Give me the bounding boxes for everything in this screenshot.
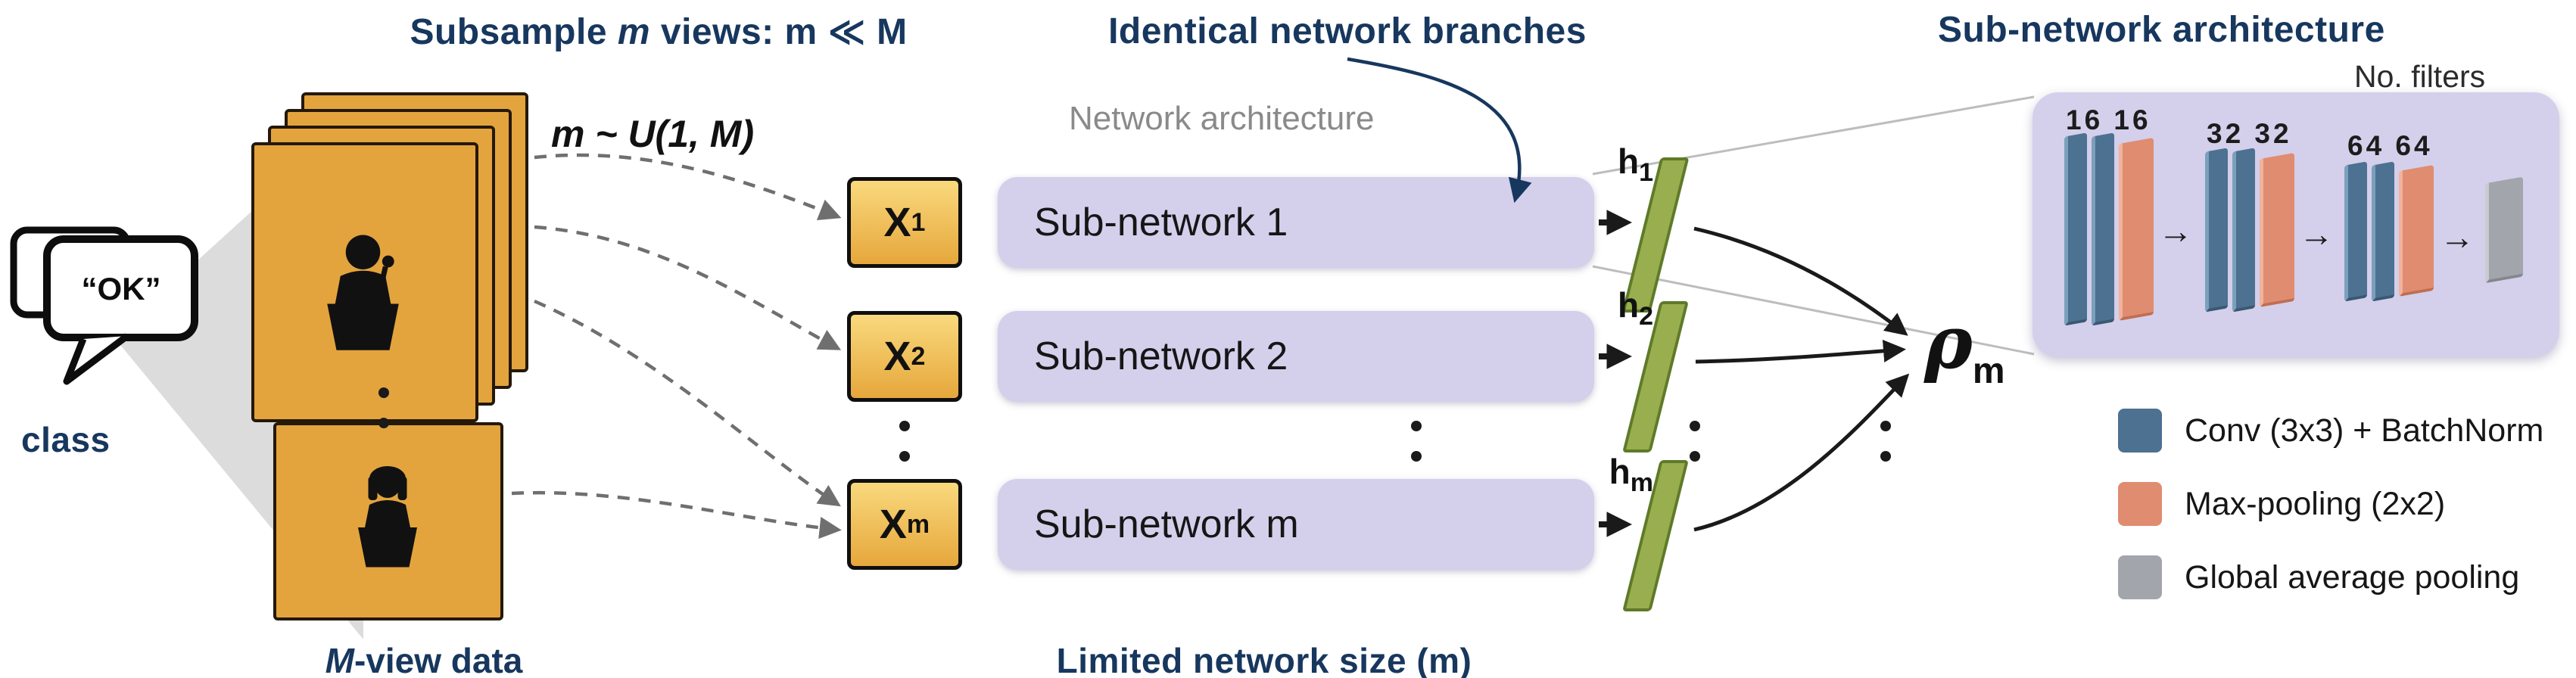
subsample-title-m: m: [617, 12, 651, 52]
speech-bubble-tail: [63, 333, 129, 385]
filter-count-label-3: 64 64: [2347, 130, 2433, 161]
dashed-arrow-to-x1: [534, 153, 842, 220]
legend-conv-label: Conv (3x3) + BatchNorm: [2185, 412, 2544, 449]
rho-base: ρ: [1924, 300, 1973, 385]
m-distribution-label: m ~ U(1, M): [551, 113, 755, 155]
dots-views: [378, 387, 389, 448]
subnetwork-architecture-box: 16 16 32 32 64 64 → → →: [2032, 92, 2559, 357]
m-view-data-label: M-view data: [273, 640, 575, 678]
legend-item-maxpool: Max-pooling (2x2): [2118, 482, 2445, 526]
conv-layer-icon: [2232, 148, 2255, 313]
dashed-arrow-to-xm-upper: [534, 299, 841, 507]
conv-layer-icon: [2372, 161, 2394, 302]
arrow-hm-to-rho: [1693, 373, 1910, 532]
h1-label: h1: [1617, 142, 1653, 188]
x2-sub: 2: [911, 341, 926, 371]
layer-arrow-icon: →: [2440, 217, 2475, 257]
xm-sub: m: [906, 509, 930, 539]
maxpool-layer-icon: [2399, 164, 2434, 297]
arrow-h2-to-rho: [1695, 339, 1906, 364]
no-filters-label: No. filters: [2354, 59, 2486, 94]
rho-label: ρm: [1924, 300, 2005, 392]
dots-h-column: [1690, 421, 1700, 481]
m-view-data-rest: -view data: [354, 641, 523, 678]
x1-sub: 1: [911, 207, 926, 237]
dashed-arrow-to-x2: [534, 225, 842, 350]
subnetwork-box-1: Sub-network 1: [998, 177, 1594, 268]
maxpool-swatch-icon: [2118, 482, 2162, 526]
subnetwork-1-label: Sub-network 1: [1034, 201, 1288, 244]
speech-bubble-text: “OK”: [82, 271, 161, 306]
xm-base: X: [879, 502, 907, 547]
legend-maxpool-label: Max-pooling (2x2): [2185, 485, 2446, 522]
gap-swatch-icon: [2118, 555, 2162, 599]
subnetwork-box-m: Sub-network m: [998, 479, 1594, 570]
conv-layer-icon: [2064, 132, 2087, 326]
subnetwork-m-label: Sub-network m: [1034, 502, 1299, 546]
global-avg-pool-icon: [2485, 176, 2523, 284]
dots-rho-arrows: [1880, 421, 1891, 481]
subsample-title-pre: Subsample: [410, 12, 618, 52]
conv-layer-icon: [2205, 148, 2228, 313]
subnetwork-architecture-title: Sub-network architecture: [1938, 10, 2385, 50]
layer-arrow-icon: →: [2158, 211, 2193, 250]
presenter-icon: [327, 235, 399, 350]
conv-layer-icon: [2092, 132, 2114, 326]
legend-item-conv: Conv (3x3) + BatchNorm: [2118, 409, 2543, 453]
network-architecture-label: Network architecture: [1069, 100, 1375, 137]
subsample-title-post: views:: [650, 12, 785, 52]
rho-sub: m: [1972, 351, 2005, 392]
maxpool-layer-icon: [2260, 152, 2294, 308]
filter-count-label-1: 16 16: [2066, 104, 2151, 135]
arrow-h1-to-rho: [1693, 226, 1908, 336]
layer-arrow-icon: →: [2299, 214, 2334, 253]
zoom-connector-bottom: [1592, 265, 2035, 356]
subsample-title-math: m ≪ M: [784, 12, 908, 52]
legend-item-gap: Global average pooling: [2118, 555, 2519, 599]
limited-network-size-label: Limited network size (m): [1056, 641, 1472, 678]
m-view-data-m: M: [325, 641, 354, 678]
h2-label: h2: [1617, 285, 1653, 331]
speech-bubble: “OK”: [10, 226, 198, 385]
maxpool-layer-icon: [2119, 137, 2154, 322]
presenter-woman-icon: [358, 466, 417, 568]
dots-subnetwork-column: [1411, 421, 1422, 481]
subsample-title: Subsample m views: m ≪ M: [394, 11, 924, 53]
dashed-arrow-to-xm-lower: [511, 490, 842, 540]
x1-base: X: [883, 200, 911, 245]
conv-layer-icon: [2344, 161, 2367, 302]
class-label: class: [21, 420, 111, 459]
dots-x-column: [899, 421, 910, 481]
x2-base: X: [883, 334, 911, 379]
legend-gap-label: Global average pooling: [2185, 558, 2520, 596]
filter-count-label-2: 32 32: [2207, 118, 2292, 149]
subnetwork-box-2: Sub-network 2: [998, 311, 1594, 402]
hm-label: hm: [1609, 452, 1653, 498]
subnetwork-2-label: Sub-network 2: [1034, 334, 1288, 378]
identical-branches-label: Identical network branches: [1108, 11, 1587, 51]
conv-swatch-icon: [2118, 409, 2162, 453]
